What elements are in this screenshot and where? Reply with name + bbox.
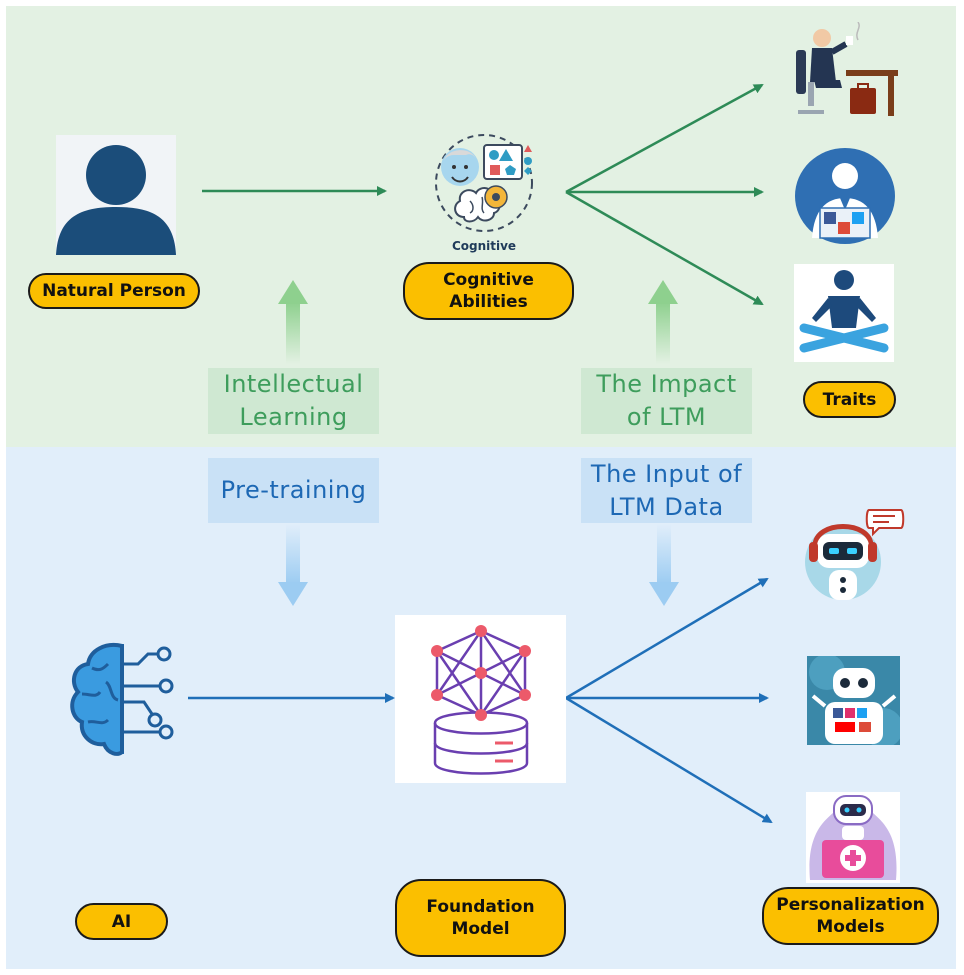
medical-robot-icon xyxy=(806,792,900,883)
social-person-icon xyxy=(795,148,895,244)
arrow-down-pretraining xyxy=(278,524,308,606)
arrow-cognitive-to-trait-1 xyxy=(565,83,764,194)
chat-robot-icon xyxy=(805,509,905,600)
person-icon xyxy=(56,135,176,255)
foundation-model-icon xyxy=(395,615,566,783)
arrow-up-intellectual xyxy=(278,280,308,364)
social-robot-icon xyxy=(807,656,900,745)
foundation-model-label: Foundation Model xyxy=(395,879,566,957)
arrow-down-input-ltm xyxy=(649,524,679,606)
pre-training-label: Pre-training xyxy=(208,458,379,523)
personalization-models-label: Personalization Models xyxy=(762,887,939,945)
natural-person-label: Natural Person xyxy=(28,273,200,309)
ai-label: AI xyxy=(75,903,168,940)
impact-of-ltm-label: The Impact of LTM xyxy=(581,368,752,434)
arrow-up-impact xyxy=(648,280,678,364)
cognitive-icon-text: Cognitive xyxy=(452,239,516,253)
office-worker-icon xyxy=(796,22,898,116)
ai-brain-icon xyxy=(70,643,174,756)
cognitive-abilities-label: Cognitive Abilities xyxy=(403,262,574,320)
meditation-icon xyxy=(794,264,894,362)
cognitive-icon: Cognitive xyxy=(435,134,533,253)
arrow-foundation-to-model-1 xyxy=(565,577,769,700)
input-of-ltm-data-label: The Input of LTM Data xyxy=(581,458,752,523)
arrow-foundation-to-model-3 xyxy=(565,696,773,824)
traits-label: Traits xyxy=(803,381,896,418)
arrow-cognitive-to-trait-3 xyxy=(565,190,764,306)
intellectual-learning-label: Intellectual Learning xyxy=(208,368,379,434)
